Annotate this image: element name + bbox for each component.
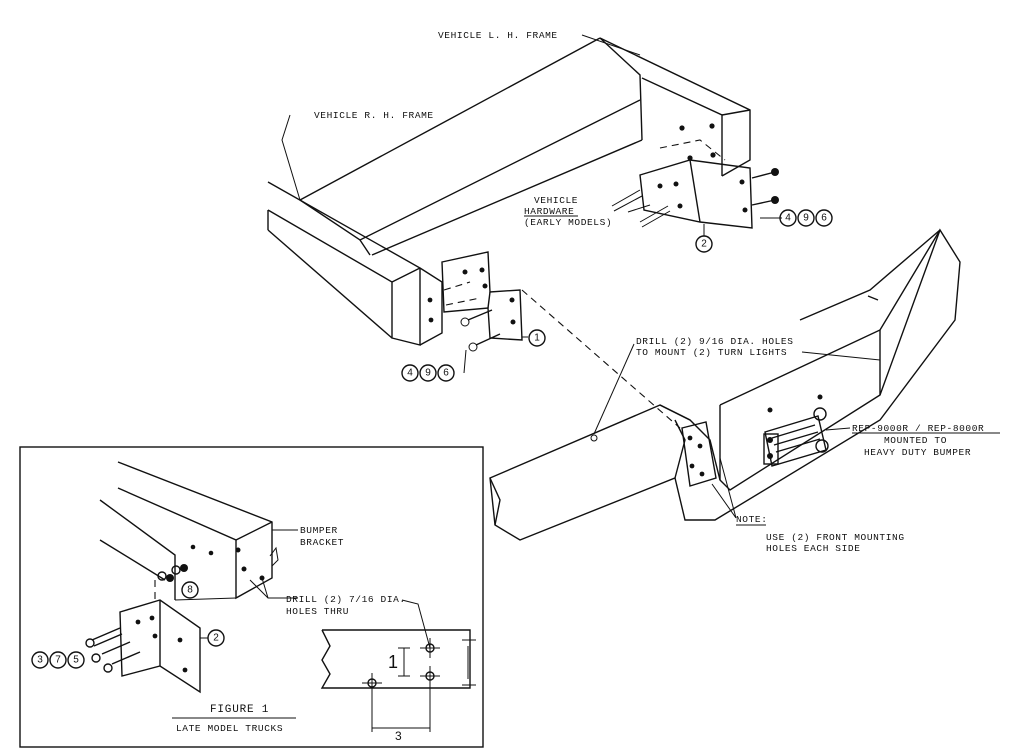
- svg-text:8: 8: [187, 585, 193, 596]
- leaders: [281, 34, 881, 519]
- svg-text:7: 7: [55, 655, 61, 666]
- label-drill-1-line1: DRILL (2) 9/16 DIA. HOLES: [636, 336, 794, 347]
- svg-text:9: 9: [425, 368, 431, 379]
- label-drill-2-line2: HOLES THRU: [286, 606, 349, 617]
- label-note-title: NOTE:: [736, 514, 768, 525]
- callout-8: 8: [181, 581, 199, 599]
- bracket-rh: [441, 251, 523, 341]
- svg-text:1: 1: [534, 333, 540, 344]
- inset-nuts: [154, 564, 188, 600]
- label-winch-line2: MOUNTED TO: [884, 435, 947, 446]
- svg-text:9: 9: [803, 213, 809, 224]
- label-lh-frame: VEHICLE L. H. FRAME: [438, 30, 558, 41]
- svg-text:5: 5: [73, 655, 79, 666]
- dim-horizontal: 3: [395, 729, 402, 743]
- bolts-top-right: [611, 168, 779, 228]
- svg-text:2: 2: [701, 239, 707, 250]
- svg-text:4: 4: [785, 213, 791, 224]
- label-bumper-bracket-2: BRACKET: [300, 537, 344, 548]
- figure-1-inset: 8 3 7 5 2 BUMPER BRACKET DRILL (2) 7/16 …: [19, 446, 484, 748]
- callout-group-left: 4 9 6: [401, 364, 455, 382]
- callout-1: 1: [528, 329, 546, 347]
- callout-group-inset: 3 7 5: [31, 651, 85, 669]
- callout-2-inset: 2: [207, 629, 225, 647]
- svg-text:3: 3: [37, 655, 43, 666]
- vehicle-rh-frame: [267, 181, 443, 346]
- label-drill-2-line1: DRILL (2) 7/16 DIA.: [286, 594, 406, 605]
- dim-vertical: 1: [388, 652, 398, 672]
- label-hardware-3: (EARLY MODELS): [524, 217, 612, 228]
- label-rh-frame: VEHICLE R. H. FRAME: [314, 110, 434, 121]
- bolts-left: [460, 309, 501, 352]
- bracket-lh: [639, 139, 753, 229]
- label-hardware-1: VEHICLE: [534, 195, 578, 206]
- vehicle-lh-frame: [299, 37, 751, 256]
- label-winch-line3: HEAVY DUTY BUMPER: [864, 447, 971, 458]
- label-note-line2: HOLES EACH SIDE: [766, 543, 861, 554]
- inset-frame-rail: [99, 461, 279, 601]
- inset-bolts: [85, 627, 141, 673]
- svg-text:2: 2: [213, 633, 219, 644]
- label-winch-line1: REP-9000R / REP-8000R: [852, 423, 984, 434]
- svg-text:4: 4: [407, 368, 413, 379]
- callout-2-top: 2: [695, 235, 713, 253]
- svg-text:6: 6: [443, 368, 449, 379]
- callout-group-top: 4 9 6: [779, 209, 833, 227]
- svg-text:6: 6: [821, 213, 827, 224]
- label-bumper-bracket-1: BUMPER: [300, 525, 338, 536]
- winch: [763, 407, 829, 467]
- inset-frame: [19, 446, 484, 748]
- label-note-line1: USE (2) FRONT MOUNTING: [766, 532, 905, 543]
- inset-bracket: [119, 599, 201, 694]
- label-drill-1-line2: TO MOUNT (2) TURN LIGHTS: [636, 347, 787, 358]
- hole-detail: [320, 629, 476, 732]
- bumper: [489, 228, 961, 541]
- alignment-line: [521, 289, 681, 429]
- figure-subtitle: LATE MODEL TRUCKS: [176, 723, 283, 734]
- label-hardware-2: HARDWARE: [524, 206, 574, 217]
- bumper-mount-plate: [681, 421, 717, 487]
- figure-title: FIGURE 1: [210, 704, 269, 716]
